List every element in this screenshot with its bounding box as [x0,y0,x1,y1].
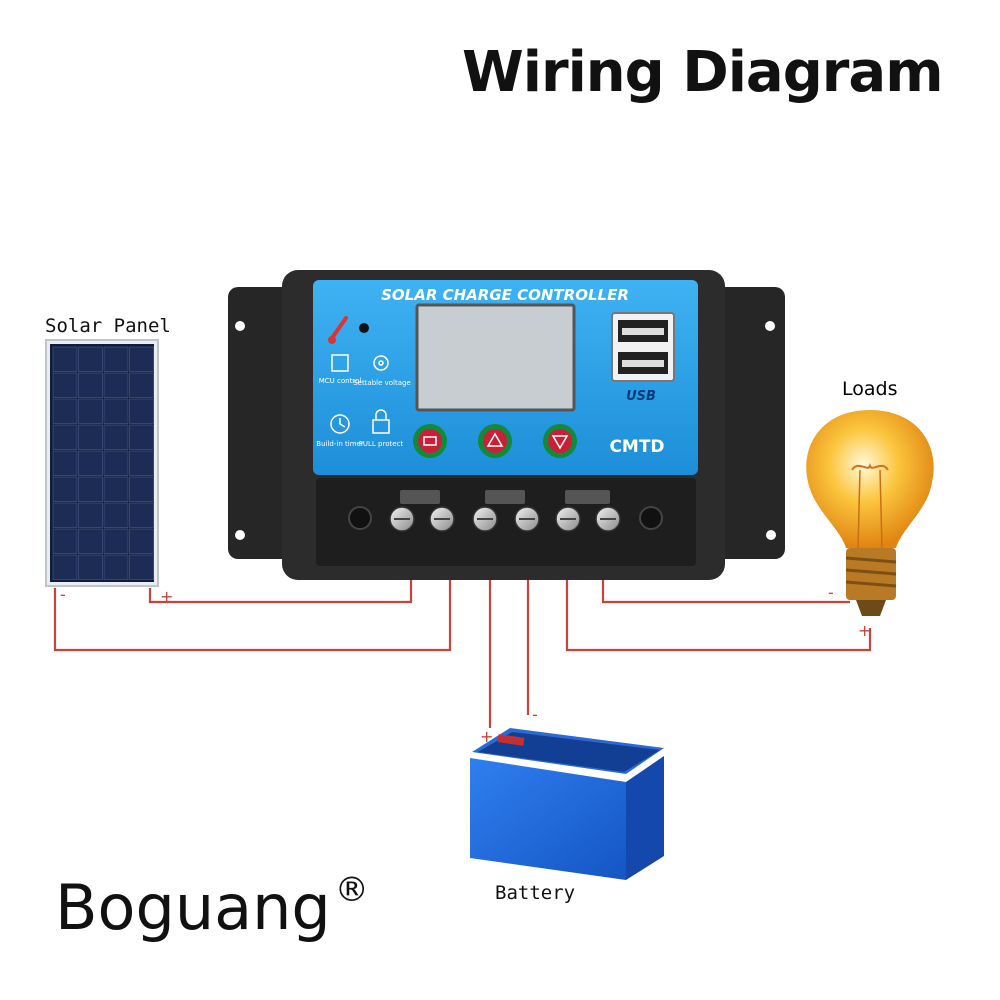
solar-cell [103,346,129,372]
solar-cell [78,398,103,424]
solar-cell [103,424,129,450]
solar-cell [129,346,154,372]
solar-cell [78,554,103,580]
light-bulb [806,410,934,616]
solar-cell [52,372,78,398]
terminal-cap-right [639,506,663,530]
battery-front [470,758,626,880]
mount-hole [235,530,245,540]
load-minus-mark: - [828,583,834,602]
solar-cell [78,450,103,476]
solar-cell [52,398,78,424]
solar-cell [78,424,103,450]
down-button-icon [543,424,577,458]
solar-cell [129,424,154,450]
mount-hole [766,530,776,540]
solar-cell [129,528,154,554]
battery-minus-mark: - [532,705,538,724]
up-button-icon [478,424,512,458]
terminal-symbols [400,490,610,504]
load-negative-wire [601,580,850,604]
usb-logo: USB [626,389,656,404]
battery-label: Battery [495,882,576,904]
model-name: CMTD [609,437,664,457]
solar-cell [103,554,129,580]
solar-cell [129,476,154,502]
solar-cell [129,398,154,424]
solar-cells [52,346,154,580]
solar-cell [129,502,154,528]
solar-cell [129,554,154,580]
charge-controller: SOLAR CHARGE CONTROLLER MCU control Sett… [228,270,785,580]
solar-cell [78,372,103,398]
solar-cell [129,372,154,398]
panel-negative-wire [53,580,452,652]
menu-button-icon [413,424,447,458]
solar-cell [78,346,103,372]
wires [53,580,872,728]
solar-cell [52,528,78,554]
chip-icon [331,354,349,372]
terminal-cap-left [348,506,372,530]
load-plus-mark: + [858,621,871,640]
panel-plus-mark: + [160,587,173,606]
solar-cell [103,502,129,528]
solar-cell [129,450,154,476]
feature-text-timer: Build-in timer [316,440,364,448]
feature-text-protect: FULL protect [359,440,404,448]
feature-text-mcu: MCU control [319,377,362,385]
solar-cell [78,476,103,502]
load-positive-wire [565,580,872,652]
solar-cell [103,528,129,554]
polarity-marks: - + + - - + [60,583,871,746]
mount-hole [235,321,245,331]
solar-cell [78,528,103,554]
battery [470,728,664,880]
registered-mark: ® [334,870,369,910]
brand-logo: Boguang® [55,870,369,944]
solar-cell [52,424,78,450]
lcd-screen [415,303,576,412]
gear-icon [373,355,389,371]
solar-cell [52,554,78,580]
solar-panel-label: Solar Panel [45,315,171,337]
panel-positive-wire [148,580,413,604]
loads-label: Loads [842,378,898,400]
solar-cell [52,476,78,502]
diagram-title: Wiring Diagram [462,40,944,105]
usb-ports [611,312,675,382]
mount-hole [765,321,775,331]
controller-header: SOLAR CHARGE CONTROLLER [381,286,629,304]
solar-cell [52,346,78,372]
solar-cell [103,476,129,502]
solar-panel [45,339,159,587]
thermometer-icon [328,316,369,344]
terminal-screws [389,506,621,532]
solar-cell [103,450,129,476]
panel-minus-mark: - [60,585,66,604]
solar-cell [103,372,129,398]
clock-icon [330,414,350,434]
lock-icon [372,409,390,434]
solar-cell [52,502,78,528]
solar-cell [103,398,129,424]
solar-cell [52,450,78,476]
battery-side [626,756,664,880]
brand-name: Boguang [55,871,331,944]
solar-cell [78,502,103,528]
feature-text-settable: Settable voltage [353,379,411,387]
battery-terminal [497,734,525,746]
